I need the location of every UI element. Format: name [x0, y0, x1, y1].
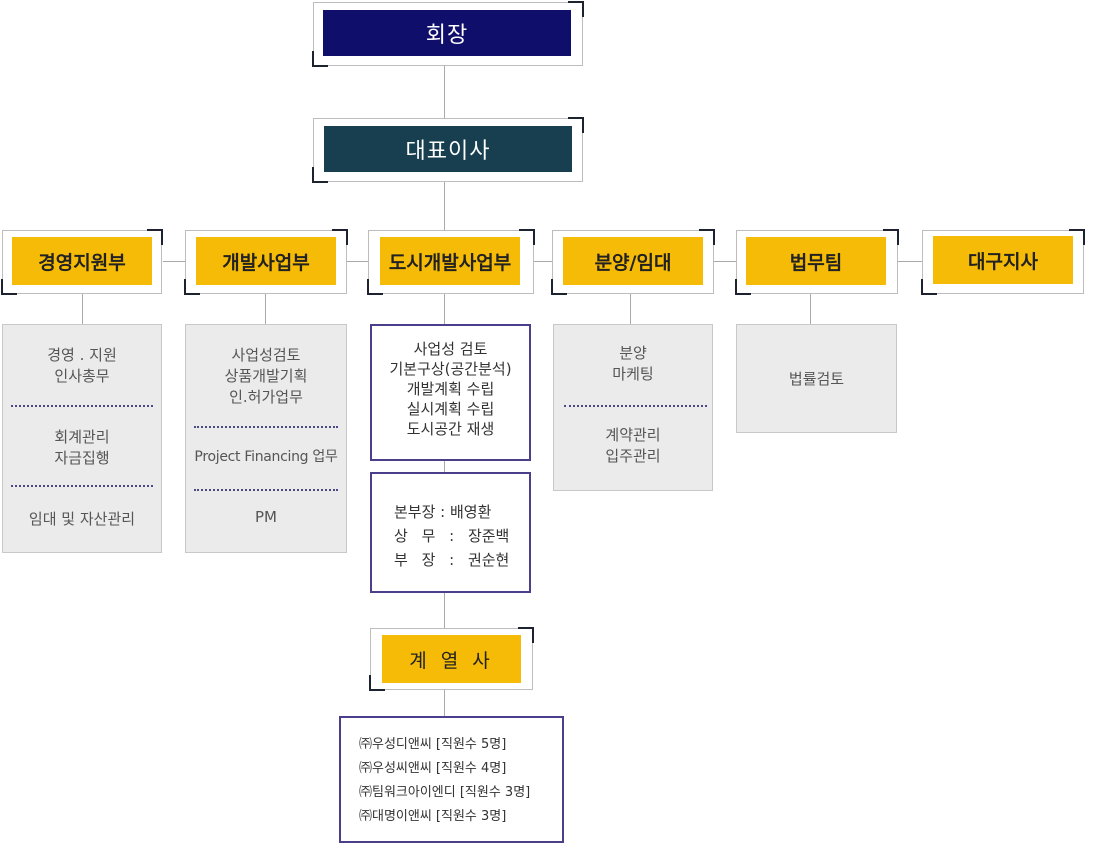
- management-item: 회계관리: [54, 428, 110, 446]
- affiliate-item: ㈜우성디앤씨 [직원수 5명]: [359, 737, 507, 752]
- staff-entry: 부 장 : 권순현: [394, 551, 510, 569]
- affiliate-item: ㈜우성씨앤씨 [직원수 4명]: [359, 761, 507, 776]
- connector-ceo-urban: [444, 182, 445, 230]
- dept-urban-label: 도시개발사업부: [388, 251, 512, 274]
- development-item: 인.허가업무: [229, 388, 303, 406]
- development-panel: 사업성검토 상품개발기획 인.허가업무 Project Financing 업무…: [185, 324, 347, 553]
- dept-development: 개발사업부: [196, 237, 336, 285]
- ceo-label: 대표이사: [405, 139, 491, 164]
- urban-task: 개발계획 수립: [406, 380, 495, 398]
- affiliate-item: ㈜대명이앤씨 [직원수 3명]: [359, 809, 507, 824]
- urban-tasks-box: 사업성 검토 기본구상(공간분석) 개발계획 수립 실시계획 수립 도시공간 재…: [370, 324, 531, 461]
- development-item: 사업성검토: [231, 346, 301, 364]
- staff-entry: 상 무 : 장준백: [394, 527, 510, 545]
- urban-staff-box: 본부장 : 배영환 상 무 : 장준백 부 장 : 권순현: [370, 472, 531, 593]
- sales-item: 입주관리: [605, 447, 661, 465]
- dept-legal-label: 법무팀: [789, 251, 843, 274]
- legal-panel: 법률검토: [736, 324, 897, 433]
- dept-management-label: 경영지원부: [38, 251, 126, 274]
- chairman-box: 회장: [323, 10, 571, 56]
- separator: [11, 485, 153, 487]
- connector-legal: [810, 294, 811, 324]
- affiliate-item: ㈜팀워크아이엔디 [직원수 3명]: [359, 785, 531, 800]
- dept-sales-label: 분양/임대: [594, 251, 672, 274]
- connector-affiliates-list: [444, 690, 445, 716]
- connector-management: [82, 294, 83, 324]
- affiliates-label: 계 열 사: [409, 649, 494, 672]
- ceo-box: 대표이사: [324, 126, 572, 172]
- dept-management: 경영지원부: [12, 237, 152, 285]
- dept-sales: 분양/임대: [563, 237, 703, 285]
- development-item: Project Financing 업무: [194, 449, 338, 465]
- urban-task: 도시공간 재생: [406, 420, 495, 438]
- dept-development-label: 개발사업부: [222, 251, 310, 274]
- urban-task: 사업성 검토: [413, 340, 488, 358]
- dept-legal: 법무팀: [746, 237, 886, 285]
- management-panel: 경영 . 지원 인사총무 회계관리 자금집행 임대 및 자산관리: [2, 324, 162, 553]
- legal-item: 법률검토: [788, 370, 845, 388]
- connector-urban: [444, 294, 445, 324]
- connector-dept-row: [163, 261, 923, 262]
- connector-development: [265, 294, 266, 324]
- development-item: 상품개발기획: [224, 367, 308, 385]
- management-item: 인사총무: [54, 367, 110, 385]
- staff-entry: 본부장 : 배영환: [394, 503, 492, 521]
- management-item: 경영 . 지원: [47, 346, 117, 364]
- separator: [194, 489, 338, 491]
- affiliates-list-box: ㈜우성디앤씨 [직원수 5명] ㈜우성씨앤씨 [직원수 4명] ㈜팀워크아이엔디…: [339, 716, 564, 843]
- dept-urban: 도시개발사업부: [380, 237, 520, 285]
- connector-sales: [630, 294, 631, 324]
- chairman-label: 회장: [425, 23, 469, 48]
- dept-daegu: 대구지사: [933, 236, 1073, 284]
- separator: [11, 405, 153, 407]
- dept-daegu-label: 대구지사: [968, 250, 1038, 273]
- connector-staff-affiliates: [444, 592, 445, 628]
- urban-task: 실시계획 수립: [406, 400, 495, 418]
- sales-item: 분양: [619, 344, 647, 362]
- separator: [194, 426, 338, 428]
- connector-urban-staff: [444, 460, 445, 472]
- sales-item: 계약관리: [605, 426, 661, 444]
- affiliates-header: 계 열 사: [382, 635, 521, 683]
- sales-item: 마케팅: [612, 365, 654, 383]
- connector-chairman-ceo: [444, 66, 445, 118]
- management-item: 임대 및 자산관리: [28, 510, 136, 528]
- management-item: 자금집행: [54, 449, 110, 467]
- development-item: PM: [255, 508, 277, 526]
- sales-panel: 분양 마케팅 계약관리 입주관리: [553, 324, 713, 491]
- urban-task: 기본구상(공간분석): [389, 360, 512, 378]
- separator: [564, 405, 707, 407]
